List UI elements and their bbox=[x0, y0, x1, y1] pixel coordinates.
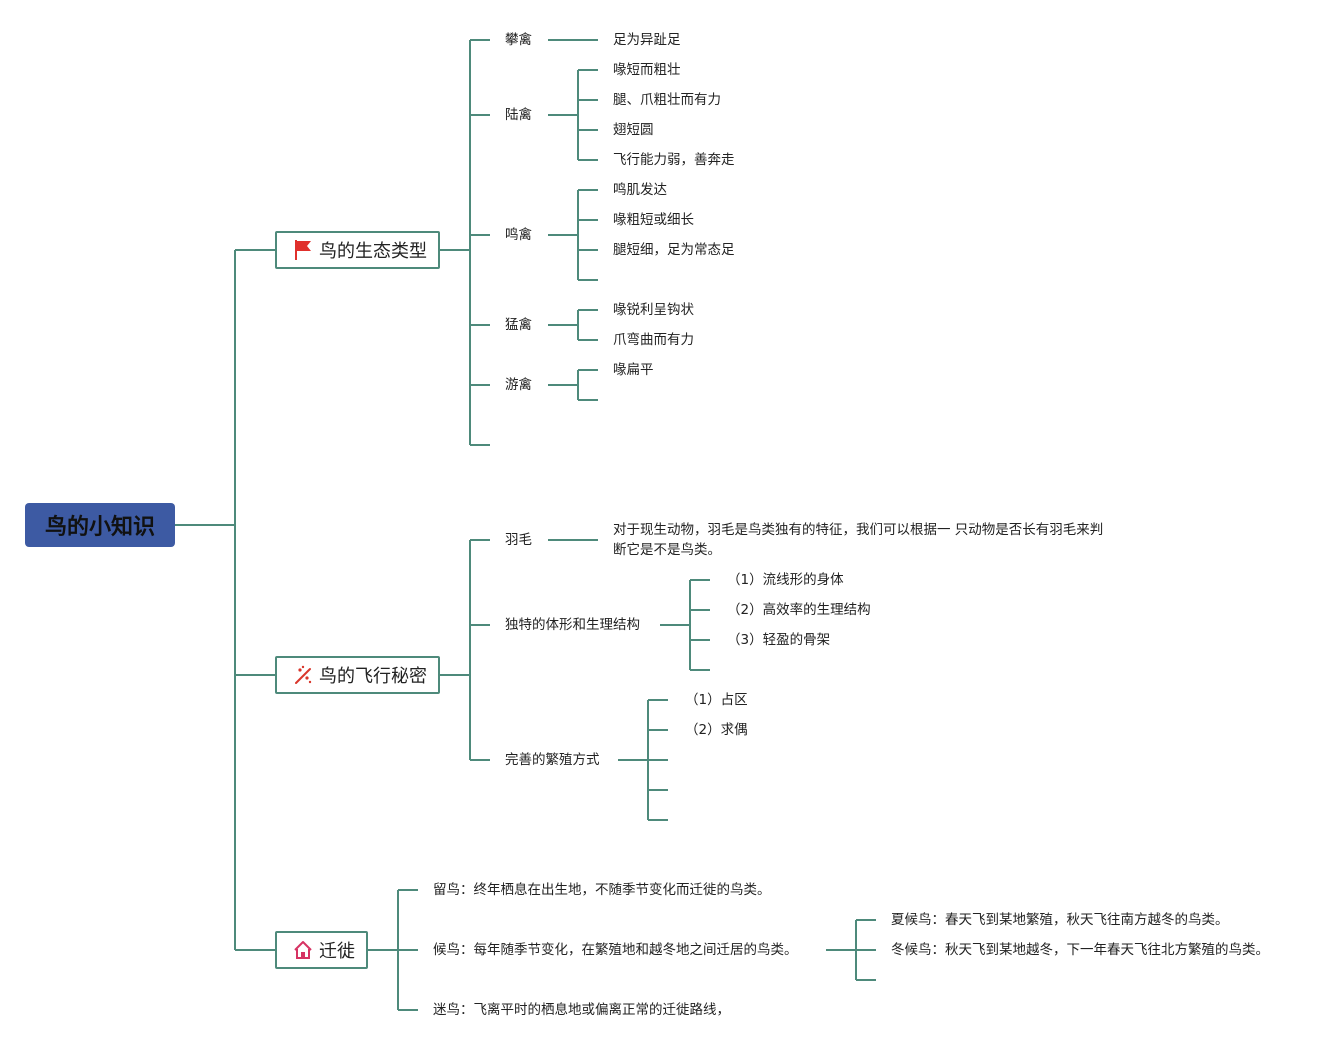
leaf-land-2: 腿、爪粗壮而有力 bbox=[613, 92, 721, 108]
leaf-winter-migrant: 冬候鸟：秋天飞到某地越冬，下一年春天飞往北方繁殖的鸟类。 bbox=[891, 942, 1269, 958]
branch-resident[interactable]: 留鸟：终年栖息在出生地，不随季节变化而迁徙的鸟类。 bbox=[433, 882, 771, 898]
leaf-climbing-1: 足为异趾足 bbox=[613, 32, 681, 48]
leaf-feather-text: 对于现生动物，羽毛是鸟类独有的特征，我们可以根据一 只动物是否长有羽毛来判断它是… bbox=[613, 522, 1104, 558]
node-ecology[interactable]: 鸟的生态类型 bbox=[275, 231, 440, 269]
branch-migrant[interactable]: 候鸟：每年随季节变化，在繁殖地和越冬地之间迁居的鸟类。 bbox=[433, 942, 798, 958]
home-icon bbox=[293, 939, 315, 961]
leaf-breeding-2: （2）求偶 bbox=[685, 722, 748, 738]
branch-song[interactable]: 鸣禽 bbox=[505, 227, 532, 243]
leaf-song-2: 喙粗短或细长 bbox=[613, 212, 694, 228]
branch-raptor[interactable]: 猛禽 bbox=[505, 317, 532, 333]
branch-swim[interactable]: 游禽 bbox=[505, 377, 532, 393]
leaf-raptor-2: 爪弯曲而有力 bbox=[613, 332, 694, 348]
leaf-summer-migrant: 夏候鸟：春天飞到某地繁殖，秋天飞往南方越冬的鸟类。 bbox=[891, 912, 1229, 928]
branch-feather[interactable]: 羽毛 bbox=[505, 532, 532, 548]
leaf-body-3: （3）轻盈的骨架 bbox=[727, 632, 831, 648]
leaf-land-3: 翅短圆 bbox=[613, 122, 654, 138]
leaf-song-3: 腿短细，足为常态足 bbox=[613, 242, 735, 258]
node-ecology-label: 鸟的生态类型 bbox=[319, 241, 427, 262]
sparkle-icon bbox=[293, 664, 315, 686]
leaf-body-1: （1）流线形的身体 bbox=[727, 572, 844, 588]
leaf-land-1: 喙短而粗壮 bbox=[613, 62, 681, 78]
node-migration-label: 迁徙 bbox=[319, 941, 355, 962]
node-flight-label: 鸟的飞行秘密 bbox=[319, 666, 427, 687]
root-node[interactable]: 鸟的小知识 bbox=[25, 503, 175, 547]
node-migration[interactable]: 迁徙 bbox=[275, 931, 368, 969]
branch-breeding[interactable]: 完善的繁殖方式 bbox=[505, 752, 600, 768]
leaf-swim-1: 喙扁平 bbox=[613, 362, 654, 378]
leaf-body-2: （2）高效率的生理结构 bbox=[727, 602, 871, 618]
flag-icon bbox=[293, 239, 315, 261]
root-label: 鸟的小知识 bbox=[44, 515, 155, 540]
leaf-raptor-1: 喙锐利呈钩状 bbox=[613, 302, 694, 318]
branch-climbing[interactable]: 攀禽 bbox=[505, 32, 532, 48]
branch-body[interactable]: 独特的体形和生理结构 bbox=[505, 617, 640, 633]
leaf-song-1: 鸣肌发达 bbox=[613, 182, 667, 198]
leaf-breeding-1: （1）占区 bbox=[685, 692, 748, 708]
node-flight[interactable]: 鸟的飞行秘密 bbox=[275, 656, 440, 694]
branch-land[interactable]: 陆禽 bbox=[505, 107, 532, 123]
branch-vagrant[interactable]: 迷鸟：飞离平时的栖息地或偏离正常的迁徙路线， bbox=[433, 1002, 730, 1018]
leaf-land-4: 飞行能力弱，善奔走 bbox=[613, 152, 735, 168]
